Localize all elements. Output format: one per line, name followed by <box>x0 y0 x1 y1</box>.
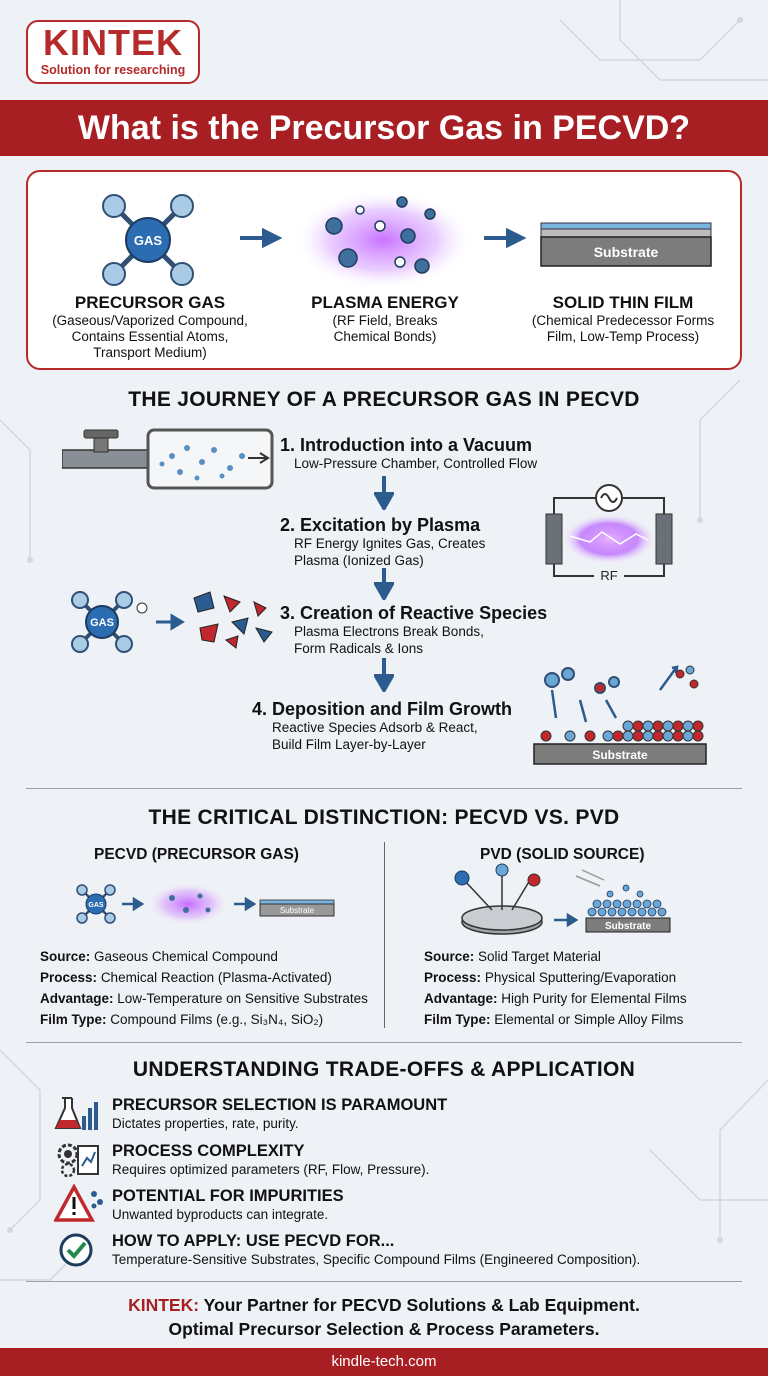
journey-step-3-desc-1: Plasma Electrons Break Bonds, <box>294 624 484 639</box>
pvd-row: Source: Solid Target Material <box>424 949 601 964</box>
journey-step-3-title: 3. Creation of Reactive Species <box>280 603 548 623</box>
pecvd-row: Advantage: Low-Temperature on Sensitive … <box>40 991 368 1006</box>
gas-label: GAS <box>88 902 104 909</box>
journey-step-2-desc-2: Plasma (Ionized Gas) <box>294 553 424 568</box>
overview-desc-film-2: Film, Low-Temp Process) <box>546 329 700 344</box>
vacuum-chamber-icon <box>62 428 274 490</box>
section-divider <box>26 1042 742 1043</box>
journey-step-4-desc-2: Build Film Layer-by-Layer <box>272 737 426 752</box>
pecvd-process-icon: GAS Substrate <box>76 882 335 926</box>
tradeoff-3-title: POTENTIAL FOR IMPURITIES <box>112 1187 344 1205</box>
thin-film-substrate-icon: Substrate <box>540 222 712 267</box>
overview-title-film: SOLID THIN FILM <box>552 293 694 312</box>
overview-title-precursor: PRECURSOR GAS <box>74 293 226 312</box>
arrow-right-icon <box>240 228 282 248</box>
arrow-down-icon <box>374 658 394 692</box>
rf-label: RF <box>600 568 617 583</box>
substrate-label: Substrate <box>280 906 315 915</box>
bond-breaking-icon: GAS <box>71 591 273 653</box>
overview-desc-precursor-1: (Gaseous/Vaporized Compound, <box>52 313 248 328</box>
column-divider <box>384 842 385 1028</box>
journey-step-2-title: 2. Excitation by Plasma <box>280 515 481 535</box>
warning-triangle-icon <box>54 1184 103 1222</box>
tradeoff-3-desc: Unwanted byproducts can integrate. <box>112 1207 329 1222</box>
distinction-heading: THE CRITICAL DISTINCTION: PECVD VS. PVD <box>148 806 620 829</box>
tradeoffs-heading: UNDERSTANDING TRADE-OFFS & APPLICATION <box>132 1058 636 1081</box>
substrate-label: Substrate <box>594 244 659 260</box>
journey-heading: THE JOURNEY OF A PRECURSOR GAS IN PECVD <box>128 388 640 411</box>
footer-url[interactable]: kindle-tech.com <box>0 1348 768 1376</box>
tradeoff-2-desc: Requires optimized parameters (RF, Flow,… <box>112 1162 430 1177</box>
tradeoff-1-desc: Dictates properties, rate, purity. <box>112 1116 299 1131</box>
pecvd-row: Process: Chemical Reaction (Plasma-Activ… <box>40 970 332 985</box>
journey-step-1-title: 1. Introduction into a Vacuum <box>280 435 533 455</box>
gas-label: GAS <box>134 233 163 248</box>
overview-desc-plasma-2: Chemical Bonds) <box>333 329 437 344</box>
overview-title-plasma: PLASMA ENERGY <box>311 293 459 312</box>
journey-step-3-desc-2: Form Radicals & Ions <box>294 641 424 656</box>
pecvd-row: Film Type: Compound Films (e.g., Si₃N₄, … <box>40 1012 324 1027</box>
overview-desc-precursor-2: Contains Essential Atoms, <box>71 329 229 344</box>
flask-chart-icon <box>54 1097 98 1130</box>
check-circle-icon <box>59 1233 93 1267</box>
arrow-right-icon <box>484 228 526 248</box>
arrow-down-icon <box>374 568 394 600</box>
overview-desc-precursor-3: Transport Medium) <box>93 345 207 360</box>
journey-step-4-title: 4. Deposition and Film Growth <box>252 699 513 719</box>
journey-step-1-desc: Low-Pressure Chamber, Controlled Flow <box>294 456 538 471</box>
journey-step-2-desc-1: RF Energy Ignites Gas, Creates <box>294 536 486 551</box>
overview-desc-film-1: (Chemical Predecessor Forms <box>531 313 715 328</box>
gas-molecule-icon: GAS <box>102 194 194 286</box>
pvd-row: Process: Physical Sputtering/Evaporation <box>424 970 677 985</box>
page-title: What is the Precursor Gas in PECVD? <box>0 100 768 156</box>
pvd-row: Advantage: High Purity for Elemental Fil… <box>424 991 687 1006</box>
substrate-label: Substrate <box>592 748 648 762</box>
film-growth-icon: Substrate <box>533 665 707 765</box>
footer-tagline: Your Partner for PECVD Solutions & Lab E… <box>203 1295 640 1315</box>
footer-line-1: KINTEK: Your Partner for PECVD Solutions… <box>0 1294 768 1317</box>
pvd-column-title: PVD (SOLID SOURCE) <box>480 846 645 863</box>
tradeoff-2-title: PROCESS COMPLEXITY <box>112 1142 305 1160</box>
pecvd-row: Source: Gaseous Chemical Compound <box>40 949 278 964</box>
journey-step-4-desc-1: Reactive Species Adsorb & React, <box>272 720 478 735</box>
tradeoff-4-desc: Temperature-Sensitive Substrates, Specif… <box>112 1252 641 1267</box>
gear-panel-icon <box>57 1143 99 1178</box>
pvd-row: Film Type: Elemental or Simple Alloy Fil… <box>424 1012 684 1027</box>
footer-brand: KINTEK: <box>128 1295 200 1315</box>
pecvd-attributes: Source: Gaseous Chemical Compound Proces… <box>40 946 380 1030</box>
section-divider <box>26 1281 742 1282</box>
arrow-down-icon <box>374 476 394 510</box>
kintek-logo: KINTEK Solution for researching <box>26 20 200 84</box>
substrate-label: Substrate <box>605 921 652 932</box>
logo-tagline: Solution for researching <box>40 63 186 77</box>
plasma-cloud-icon <box>293 190 473 290</box>
logo-name: KINTEK <box>43 22 183 63</box>
gas-label: GAS <box>90 617 114 629</box>
section-divider <box>26 788 742 789</box>
tradeoff-4-title: HOW TO APPLY: USE PECVD FOR... <box>112 1232 395 1250</box>
footer-line-2: Optimal Precursor Selection & Process Pa… <box>168 1319 600 1339</box>
overview-desc-plasma-1: (RF Field, Breaks <box>332 313 438 328</box>
pvd-process-icon: Substrate <box>454 863 671 935</box>
pvd-attributes: Source: Solid Target Material Process: P… <box>424 946 754 1030</box>
pecvd-column-title: PECVD (PRECURSOR GAS) <box>94 846 299 863</box>
rf-plasma-electrodes-icon: RF <box>545 484 673 583</box>
tradeoff-1-title: PRECURSOR SELECTION IS PARAMOUNT <box>112 1096 448 1114</box>
